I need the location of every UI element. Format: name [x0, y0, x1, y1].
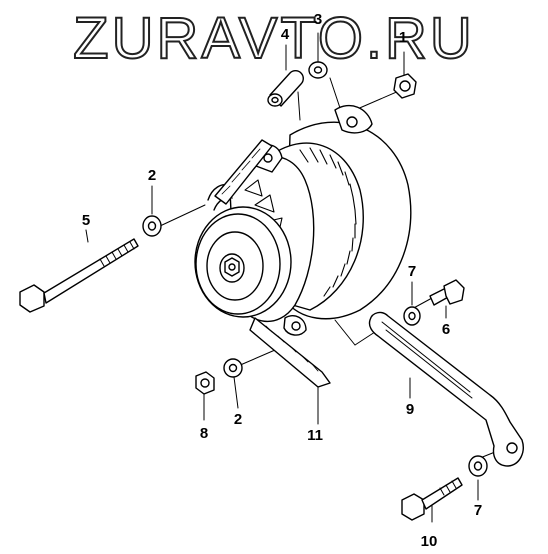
callout-8: 8 — [199, 425, 209, 442]
part-1-nut — [393, 73, 417, 99]
part-11-belt — [214, 139, 331, 388]
part-2-washer-upper — [142, 215, 162, 237]
part-7-washer-upper — [403, 306, 421, 326]
part-6-bolt — [429, 279, 465, 306]
callout-7-upper: 7 — [407, 263, 417, 280]
callout-3: 3 — [313, 11, 323, 28]
part-2-washer-lower — [223, 358, 243, 378]
callout-9: 9 — [405, 401, 415, 418]
part-3-washer — [308, 61, 328, 79]
callout-11: 11 — [307, 427, 323, 444]
callout-6: 6 — [441, 321, 451, 338]
callout-7-lower: 7 — [473, 502, 483, 519]
part-9-bracket — [368, 311, 524, 467]
part-4-bushing — [267, 70, 304, 107]
callout-10: 10 — [420, 533, 438, 550]
callout-2-upper: 2 — [147, 167, 157, 184]
callout-4: 4 — [280, 26, 290, 43]
part-8-nut — [195, 371, 215, 395]
callout-1: 1 — [398, 29, 408, 46]
part-5-bolt — [19, 238, 139, 313]
watermark-text: ZURAVTO.RU — [72, 5, 475, 72]
part-7-washer-lower — [468, 455, 488, 477]
part-10-bolt — [401, 477, 463, 521]
callout-2-lower: 2 — [233, 411, 243, 428]
alternator-assembly — [194, 105, 412, 336]
callout-5: 5 — [81, 212, 91, 229]
